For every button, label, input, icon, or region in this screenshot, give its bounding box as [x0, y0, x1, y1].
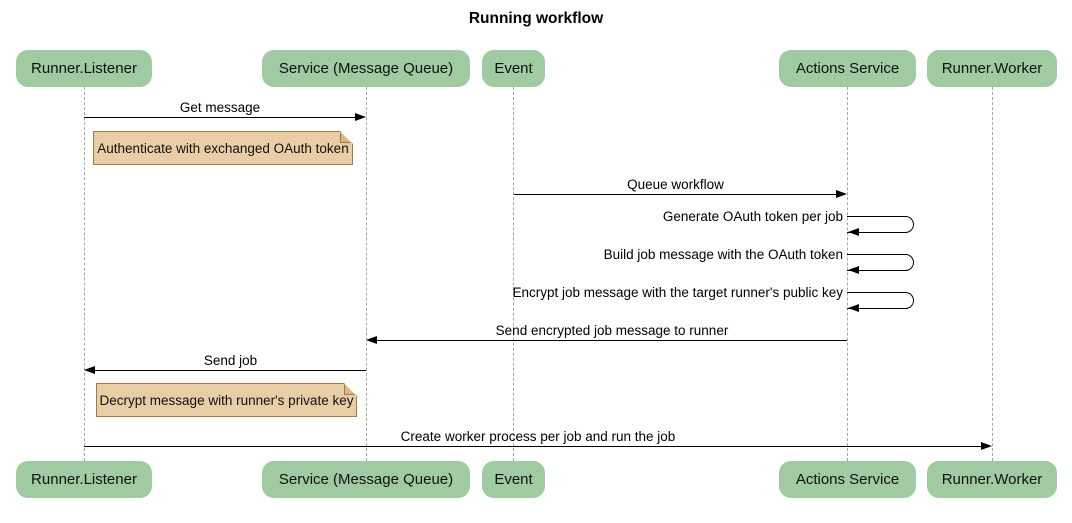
actor-runner-worker-top: Runner.Worker	[927, 50, 1057, 87]
message-label-create-worker: Create worker process per job and run th…	[400, 429, 676, 444]
arrowhead-left-icon	[848, 266, 859, 274]
message-line-queue-workflow	[514, 194, 837, 196]
actor-runner-listener-top: Runner.Listener	[16, 50, 152, 87]
lifeline-actions-service	[846, 87, 848, 461]
message-label-send-job: Send job	[203, 353, 258, 368]
note-decrypt: Decrypt message with runner's private ke…	[96, 383, 357, 417]
actor-runner-listener-bottom: Runner.Listener	[16, 461, 152, 498]
note-authenticate: Authenticate with exchanged OAuth token	[93, 131, 353, 165]
self-loop-label-encrypt-job-message: Encrypt job message with the target runn…	[512, 285, 844, 300]
arrowhead-left-icon	[84, 366, 95, 374]
message-line-send-job	[95, 370, 366, 372]
diagram-title: Running workflow	[468, 10, 604, 27]
actor-service-message-queue-top: Service (Message Queue)	[262, 50, 470, 87]
self-loop-generate-oauth	[847, 216, 914, 233]
actor-actions-service-top: Actions Service	[779, 50, 916, 87]
self-loop-build-job-message	[847, 254, 914, 271]
lifeline-runner-worker	[991, 87, 993, 461]
arrowhead-right-icon	[981, 442, 992, 450]
message-label-get-message: Get message	[179, 100, 261, 115]
lifeline-runner-listener	[83, 87, 85, 461]
actor-event-top: Event	[482, 50, 545, 87]
arrowhead-left-icon	[366, 336, 377, 344]
arrowhead-right-icon	[836, 190, 847, 198]
arrowhead-left-icon	[848, 304, 859, 312]
message-label-queue-workflow: Queue workflow	[627, 177, 724, 192]
actor-service-message-queue-bottom: Service (Message Queue)	[262, 461, 470, 498]
lifeline-service-message-queue	[365, 87, 367, 461]
lifeline-event	[513, 87, 514, 461]
message-line-get-message	[84, 117, 356, 119]
message-line-send-encrypted	[377, 340, 847, 342]
arrowhead-right-icon	[355, 113, 366, 121]
arrowhead-left-icon	[848, 228, 859, 236]
self-loop-label-generate-oauth: Generate OAuth token per job	[662, 209, 843, 224]
actor-actions-service-bottom: Actions Service	[779, 461, 916, 498]
actor-event-bottom: Event	[482, 461, 545, 498]
message-line-create-worker	[84, 446, 981, 448]
actor-runner-worker-bottom: Runner.Worker	[927, 461, 1057, 498]
self-loop-encrypt-job-message	[847, 292, 914, 309]
self-loop-label-build-job-message: Build job message with the OAuth token	[603, 247, 843, 262]
message-label-send-encrypted: Send encrypted job message to runner	[495, 323, 729, 338]
